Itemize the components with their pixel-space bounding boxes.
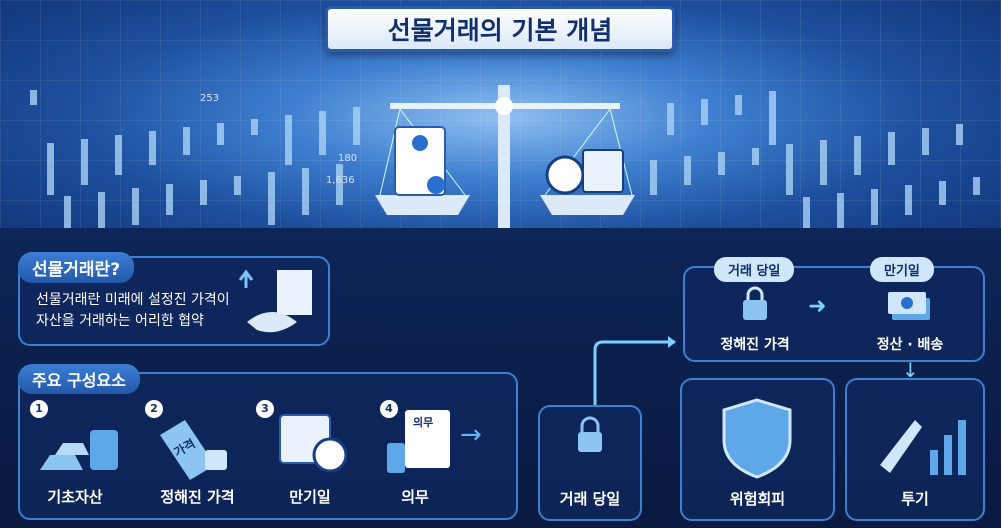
candle-mark: [115, 135, 122, 175]
candle-mark: [64, 196, 71, 245]
shield-icon: [722, 398, 792, 479]
candle-mark: [132, 188, 139, 225]
component-label: 정해진 가격: [160, 488, 235, 506]
candle-mark: [837, 193, 844, 235]
candle-mark: [786, 144, 793, 195]
timeline-panel: [683, 266, 985, 362]
candle-mark: [735, 95, 742, 115]
timeline-end-label: 정산 · 배송: [876, 337, 944, 353]
bg-number: 1,636: [326, 175, 355, 186]
candle-mark: [973, 177, 980, 195]
document-title: 의무: [413, 415, 433, 429]
obligation-document-icon: 의무: [387, 410, 450, 473]
step-number: 4: [380, 400, 398, 418]
price-tag-lock-icon: 가격: [160, 420, 227, 480]
candle-mark: [302, 168, 309, 215]
handshake-contract-icon: [238, 269, 312, 333]
candle-mark: [200, 180, 207, 205]
candle-mark: [183, 127, 190, 155]
candle-mark: [217, 123, 224, 145]
candle-mark: [47, 143, 54, 195]
speculation-label: 투기: [901, 490, 929, 508]
component-label: 만기일: [289, 488, 331, 506]
bg-number: 180: [338, 153, 358, 164]
arrow-right-icon: ➜: [808, 294, 827, 319]
component-label: 의무: [401, 488, 429, 506]
candle-mark: [701, 99, 708, 125]
candle-mark: [684, 156, 691, 185]
arrow-down-icon: ↓: [902, 358, 919, 382]
candle-mark: [905, 185, 912, 215]
candle-mark: [98, 192, 105, 235]
definition-heading: 선물거래란?: [18, 252, 135, 283]
candle-mark: [769, 91, 776, 145]
candle-mark: [888, 132, 895, 165]
candle-mark: [752, 148, 759, 165]
step-number: 3: [256, 400, 274, 418]
candle-mark: [650, 160, 657, 195]
page-title: 선물거래의 기본 개념: [325, 6, 675, 52]
timeline-start-label: 정해진 가격: [720, 337, 790, 353]
candle-mark: [319, 111, 326, 155]
timeline-start-tag: 거래 당일: [714, 257, 795, 282]
definition-line: 선물거래란 미래에 설정진 가격이: [36, 292, 230, 308]
candle-mark: [956, 124, 963, 145]
trade-day-label: 거래 당일: [559, 490, 621, 508]
candle-mark: [166, 184, 173, 215]
gold-barrel-icon: [40, 430, 118, 470]
arrow-right-icon: →: [460, 420, 482, 450]
lock-circuit-icon: [578, 416, 602, 452]
candle-mark: [234, 176, 241, 195]
candle-mark: [939, 181, 946, 205]
bg-number: 253: [200, 93, 220, 104]
candle-mark: [820, 140, 827, 185]
rocket-growth-icon: [880, 420, 966, 475]
lock-icon: [743, 286, 767, 320]
balance-scale-icon: [375, 85, 635, 261]
definition-line: 자산을 거래하는 어리한 협약: [36, 313, 204, 329]
candle-mark: [81, 139, 88, 185]
hedge-label: 위험회피: [729, 490, 786, 508]
candle-mark: [667, 103, 674, 135]
candle-mark: [336, 164, 343, 205]
money-stack-icon: [888, 292, 930, 320]
components-heading: 주요 구성요소: [18, 364, 140, 394]
candle-mark: [30, 90, 37, 105]
step-number: 2: [145, 400, 163, 418]
timeline-end-tag: 만기일: [870, 257, 934, 282]
candle-mark: [353, 107, 360, 145]
connector-arrow: [593, 336, 676, 405]
candle-mark: [871, 189, 878, 225]
candle-mark: [803, 197, 810, 245]
step-number: 1: [30, 400, 48, 418]
calendar-clock-icon: [279, 414, 348, 473]
candle-mark: [149, 131, 156, 165]
candle-mark: [922, 128, 929, 155]
candle-mark: [854, 136, 861, 175]
candle-mark: [268, 172, 275, 225]
candle-mark: [718, 152, 725, 175]
component-label: 기초자산: [47, 488, 103, 506]
candle-mark: [251, 119, 258, 135]
candle-mark: [285, 115, 292, 165]
trade-day-panel: [538, 405, 642, 521]
